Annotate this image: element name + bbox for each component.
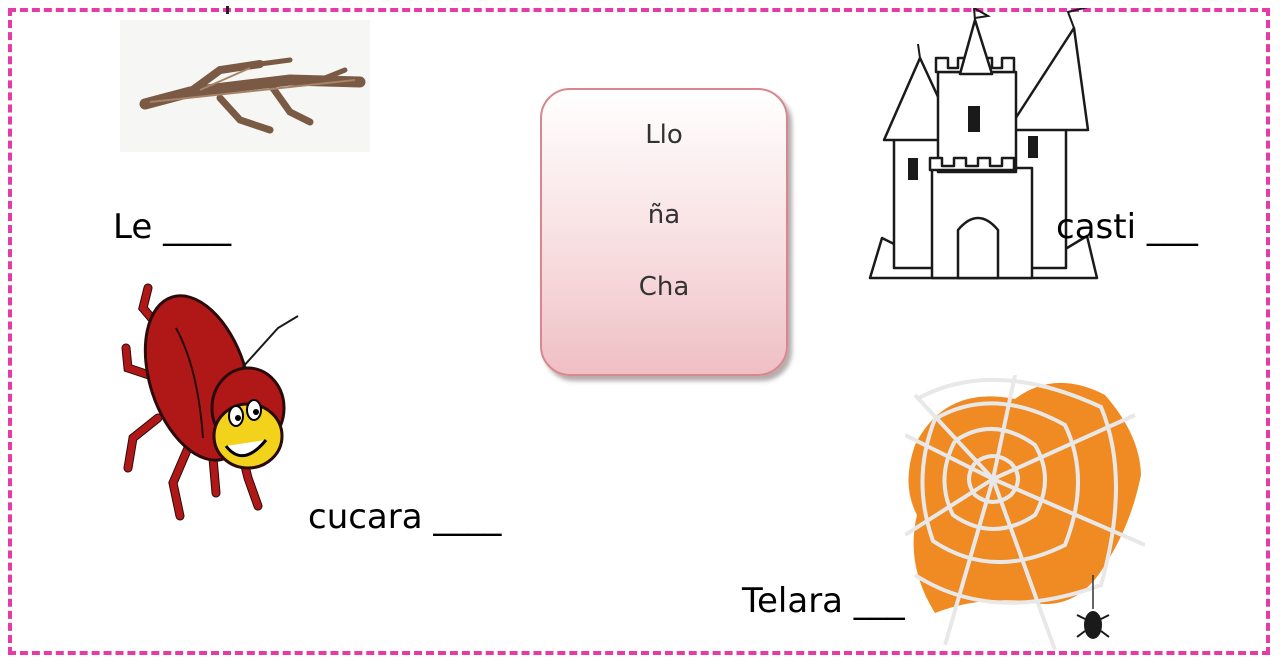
syllable-na: ña [647,200,681,230]
word-castle: casti ___ [1056,207,1198,247]
word-wood: Le ____ [113,207,232,247]
syllable-cha: Cha [638,272,690,302]
spider-web-image [905,375,1145,650]
syllable-llo: Llo [645,120,683,150]
syllable-box: Llo ña Cha [540,88,788,376]
cockroach-image [121,283,299,521]
stray-mark [226,6,229,14]
dashed-page-border [8,8,1270,655]
word-cockroach: cucara ____ [308,497,502,537]
word-spider-web: Telara ___ [742,581,905,621]
wood-branch-image [120,20,370,152]
castle-image [868,8,1099,280]
